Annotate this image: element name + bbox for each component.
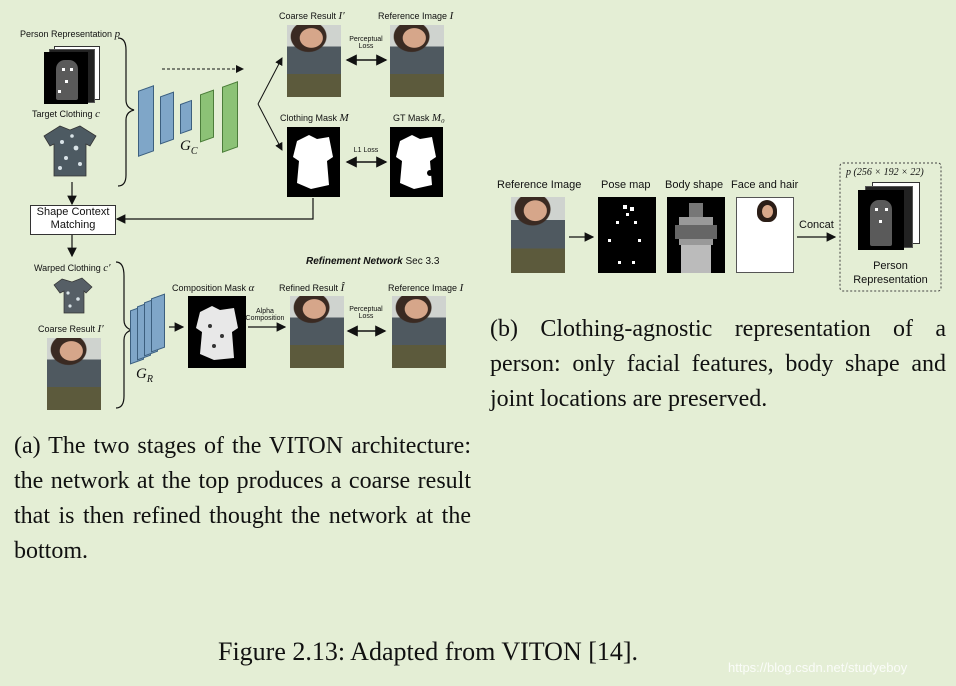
person-representation-box [839, 162, 942, 292]
caption-b: (b) Clothing-agnostic representation of … [490, 316, 946, 412]
refined-result-image [290, 296, 344, 368]
target-clothing-text: Target Clothing [32, 109, 93, 119]
reference-image-top [390, 25, 444, 97]
warped-clothing-text: Warped Clothing [34, 263, 101, 273]
reference-image-label: Reference Image I [378, 10, 453, 22]
reference-image-bottom [392, 296, 446, 368]
person-representation-stack [44, 46, 104, 104]
shape-context-matching-box: Shape Context Matching [30, 205, 116, 235]
person-representation-line1: Person [873, 260, 908, 272]
gc-label: GC [180, 138, 198, 157]
shape-context-line2: Matching [50, 219, 96, 231]
representation-dims-label: p (256 × 192 × 22) [846, 167, 924, 178]
body-shape-label: Body shape [665, 179, 724, 191]
gc-subscript: C [190, 146, 198, 157]
gr-letter: G [136, 366, 147, 382]
reference-image-2-label: Reference Image I [388, 282, 463, 294]
clothing-mask-symbol: M [339, 112, 349, 124]
reference-image-2-symbol: I [459, 282, 464, 294]
clothing-mask-image [287, 127, 340, 197]
gt-mask-text: GT Mask [393, 113, 430, 123]
perceptual-loss-bottom-line1: Perceptual [349, 306, 383, 313]
coarse-result-text: Coarse Result [279, 11, 337, 21]
person-representation-text: Person Representation [20, 29, 113, 39]
warped-clothing-symbol: c′ [103, 262, 111, 274]
target-clothing-symbol: c [95, 108, 100, 120]
person-representation-line2: Representation [853, 274, 928, 286]
alpha-composition-line1: Alpha [256, 308, 274, 315]
face-hair-label: Face and hair [731, 179, 799, 191]
panel-b-reference-image-label: Reference Image [497, 179, 582, 191]
gt-mask-image [390, 127, 443, 197]
coarse-result-2-label: Coarse Result I′ [38, 323, 104, 335]
body-shape-image [667, 197, 725, 273]
composition-mask-text: Composition Mask [172, 283, 247, 293]
panel-b-reference-image [511, 197, 565, 273]
gr-label: GR [136, 366, 153, 385]
clothing-mask-text: Clothing Mask [280, 113, 338, 123]
gr-subscript: R [146, 374, 153, 385]
composition-mask-label: Composition Mask α [172, 282, 254, 294]
gt-mask-symbol: M₀ [431, 112, 445, 124]
clothing-mask-label: Clothing Mask M [280, 112, 349, 124]
shape-context-line1: Shape Context [36, 206, 110, 218]
reference-image-2-text: Reference Image [388, 283, 458, 293]
target-clothing-image [42, 122, 100, 178]
caption-a: (a) The two stages of the VITON architec… [14, 433, 471, 564]
refined-result-label: Refined Result Î [279, 282, 344, 294]
pose-map-image [598, 197, 656, 273]
coarse-result-symbol: I′ [338, 10, 345, 22]
brace-top [117, 37, 135, 187]
person-representation-caption: Person Representation [842, 259, 939, 287]
refinement-network-text: Refinement Network [306, 256, 403, 267]
warped-clothing-image [52, 275, 96, 315]
coarse-result-2-text: Coarse Result [38, 324, 96, 334]
pose-map-label: Pose map [601, 179, 651, 191]
person-representation-label: Person Representation p [20, 28, 120, 40]
coarse-result-label: Coarse Result I′ [279, 10, 345, 22]
person-representation-symbol: p [114, 28, 121, 40]
face-hair-image [736, 197, 794, 273]
target-clothing-label: Target Clothing c [32, 108, 100, 120]
perceptual-loss-bottom: Perceptual Loss [345, 306, 387, 320]
figure-caption: Figure 2.13: Adapted from VITON [14]. [218, 637, 639, 666]
perceptual-loss-top-line2: Loss [358, 43, 374, 50]
refined-result-symbol: Î [340, 282, 345, 294]
reference-image-text: Reference Image [378, 11, 448, 21]
coarse-result-image [287, 25, 341, 97]
perceptual-loss-top: Perceptual Loss [344, 36, 388, 50]
alpha-composition-line2: Composition [245, 315, 285, 322]
coarse-result-bottom-image [47, 338, 101, 410]
alpha-composition-label: Alpha Composition [244, 308, 286, 322]
composition-mask-symbol: α [248, 282, 255, 294]
concat-label: Concat [799, 219, 834, 231]
perceptual-loss-bottom-line2: Loss [358, 313, 374, 320]
generator-gr [130, 293, 170, 366]
gc-letter: G [180, 138, 191, 154]
watermark: https://blog.csdn.net/studyeboy [728, 660, 908, 675]
perceptual-loss-top-line1: Perceptual [349, 36, 383, 43]
gt-mask-label: GT Mask M₀ [393, 112, 445, 124]
refined-result-text: Refined Result [279, 283, 339, 293]
refinement-network-section: Sec 3.3 [405, 256, 440, 267]
coarse-result-2-symbol: I′ [97, 323, 104, 335]
panel-b-representation-stack [858, 182, 922, 252]
l1-loss-label: L1 Loss [353, 147, 379, 154]
reference-image-symbol: I [449, 10, 454, 22]
warped-clothing-label: Warped Clothing c′ [34, 262, 111, 274]
refinement-network-title: Refinement Network Sec 3.3 [306, 256, 439, 267]
composition-mask-image [188, 296, 246, 368]
